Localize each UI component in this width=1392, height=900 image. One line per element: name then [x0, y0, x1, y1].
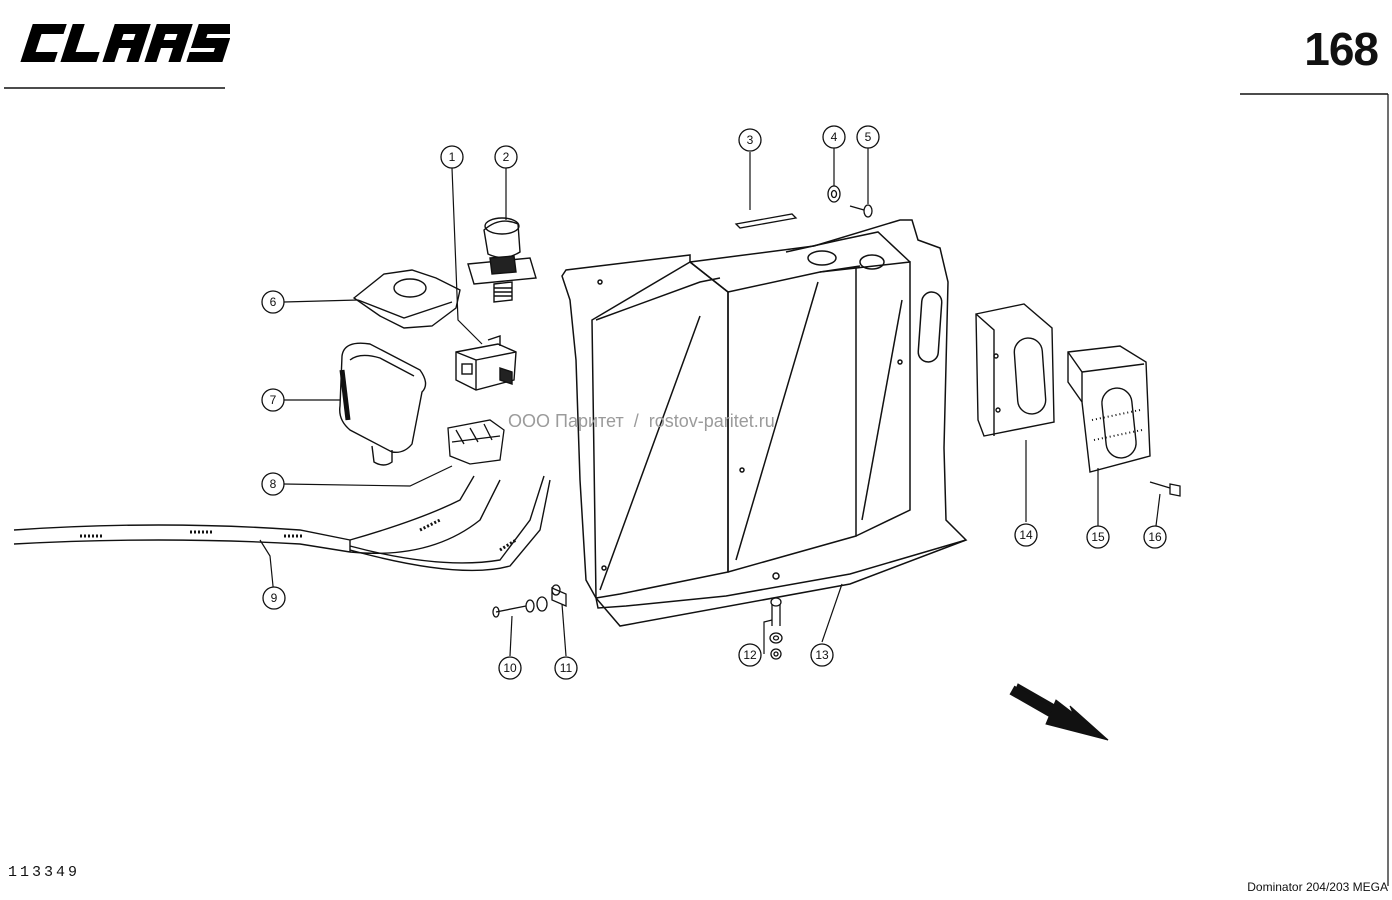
callout-10: 10: [498, 656, 522, 680]
callout-16: 16: [1143, 525, 1167, 549]
connector-part: [447, 419, 505, 465]
svg-text:5: 5: [865, 130, 872, 144]
funnel-cup-part: [339, 342, 427, 466]
callout-9: 9: [262, 586, 286, 610]
callout-11: 11: [554, 656, 578, 680]
svg-text:4: 4: [831, 130, 838, 144]
mounting-bolt-part: [769, 597, 783, 660]
callout-4: 4: [822, 125, 846, 149]
svg-text:8: 8: [270, 477, 277, 491]
callout-14: 14: [1014, 523, 1038, 547]
callout-2: 2: [494, 145, 518, 169]
bolt-nut-part: [492, 584, 567, 618]
svg-text:14: 14: [1019, 528, 1033, 542]
angle-bracket-part: [1067, 345, 1151, 473]
svg-text:13: 13: [815, 648, 829, 662]
svg-text:6: 6: [270, 295, 277, 309]
switch-block-part: [455, 335, 517, 391]
model-name: Dominator 204/203 MEGA: [1247, 880, 1388, 894]
callout-5: 5: [856, 125, 880, 149]
screw-part: [849, 204, 873, 218]
svg-text:10: 10: [503, 661, 517, 675]
cable-harness-part: [13, 475, 551, 572]
svg-text:1: 1: [449, 150, 456, 164]
washer-part: [827, 185, 841, 203]
page-number: 168: [1304, 23, 1379, 75]
leader-lines: [259, 148, 1161, 657]
svg-text:16: 16: [1148, 530, 1162, 544]
svg-text:7: 7: [270, 393, 277, 407]
svg-text:2: 2: [503, 150, 510, 164]
callout-3: 3: [738, 128, 762, 152]
svg-text:12: 12: [743, 648, 757, 662]
claas-logo: [20, 24, 230, 62]
bracket-plate-part: [975, 303, 1055, 437]
svg-text:9: 9: [271, 591, 278, 605]
callout-12: 12: [738, 643, 762, 667]
seal-strip: [734, 213, 798, 229]
callout-8: 8: [261, 472, 285, 496]
cover-part: [352, 269, 461, 329]
callout-7: 7: [261, 388, 285, 412]
rotary-switch-part: [467, 217, 537, 303]
housing-panel: [561, 219, 968, 627]
small-bolt-part: [1149, 481, 1181, 497]
watermark-text: ООО Паритет / rostov-paritet.ru: [508, 411, 775, 431]
svg-text:15: 15: [1091, 530, 1105, 544]
svg-text:11: 11: [560, 661, 573, 675]
callout-6: 6: [261, 290, 285, 314]
callout-15: 15: [1086, 525, 1110, 549]
svg-text:3: 3: [747, 133, 754, 147]
callout-1: 1: [440, 145, 464, 169]
direction-arrow: [1009, 683, 1109, 741]
drawing-number: 113349: [8, 864, 81, 881]
callout-13: 13: [810, 643, 834, 667]
